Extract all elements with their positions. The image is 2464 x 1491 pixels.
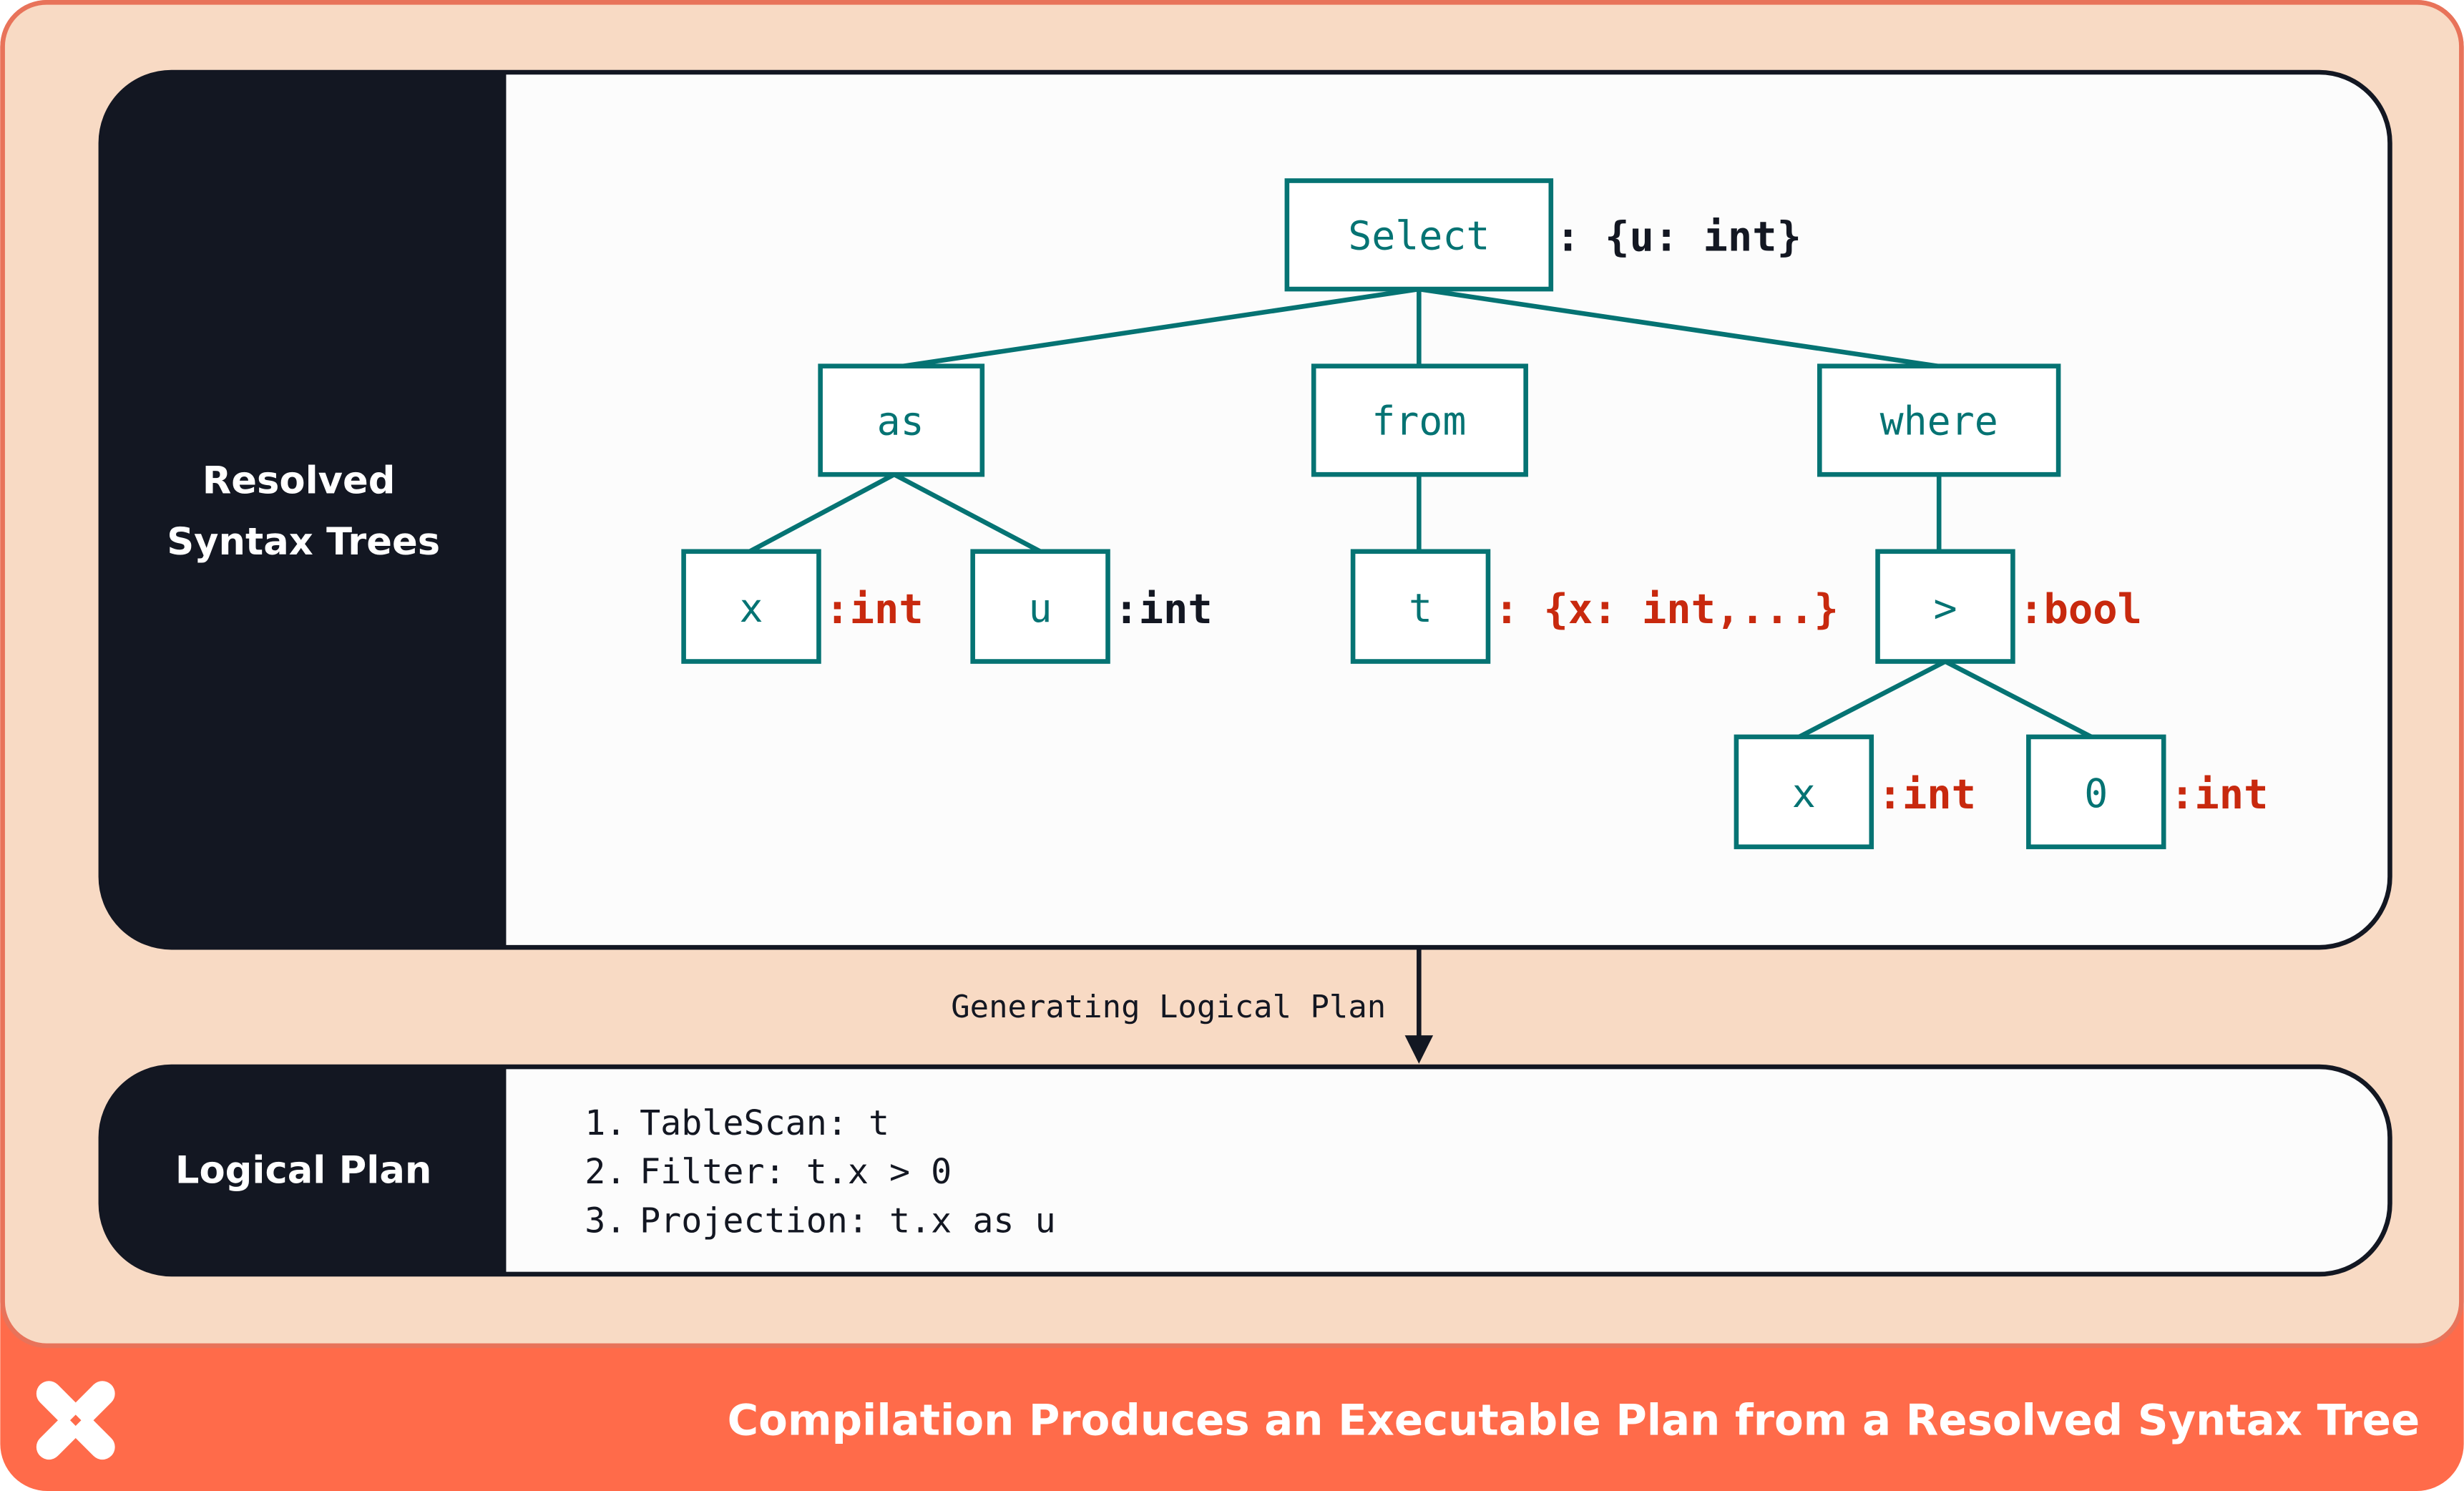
plan-step-1-text: TableScan: t: [640, 1103, 889, 1143]
node-u-label: u: [1029, 585, 1052, 631]
node-where-label: where: [1880, 399, 1998, 444]
node-as: as: [818, 363, 985, 477]
node-from: from: [1311, 363, 1528, 477]
node-gt: >: [1875, 549, 2015, 664]
type-u: :int: [1114, 586, 1212, 633]
plan-step-2-text: Filter: t.x > 0: [640, 1152, 952, 1192]
edge-gt-x: [1798, 659, 1947, 739]
plan-step-1-number: 1.: [585, 1103, 626, 1143]
edge-gt-zero: [1944, 659, 2093, 739]
node-where: where: [1817, 363, 2061, 477]
edge-select-as: [903, 286, 1419, 368]
type-zero: :int: [2170, 771, 2268, 818]
node-t: t: [1350, 549, 1491, 664]
node-select: Select: [1284, 178, 1554, 292]
tree-edges: [748, 286, 2093, 739]
type-gt: :bool: [2019, 586, 2142, 633]
plan-step-3-number: 3.: [585, 1201, 626, 1241]
syntax-trees-panel: Resolved Syntax Trees Select as from whe…: [98, 69, 2392, 950]
node-t-label: t: [1409, 585, 1432, 631]
node-from-label: from: [1372, 399, 1466, 444]
x-star-logo-icon: [36, 1381, 115, 1460]
arrow-label: Generating Logical Plan: [951, 989, 1386, 1025]
logical-plan-label-panel: [100, 1067, 507, 1274]
plan-steps: 1. TableScan: t 2. Filter: t.x > 0 3. Pr…: [585, 1103, 1055, 1241]
plan-step-2-number: 2.: [585, 1152, 626, 1192]
node-x-label: x: [740, 585, 763, 631]
node-u: u: [970, 549, 1110, 664]
logical-plan-title: Logical Plan: [175, 1149, 431, 1193]
type-select: : {u: int}: [1555, 214, 1801, 261]
edge-as-x: [748, 472, 896, 554]
syntax-trees-label-panel: [100, 72, 507, 948]
syntax-trees-title-line1: Resolved: [202, 459, 396, 502]
node-select-label: Select: [1348, 212, 1490, 258]
type-t: : {x: int,...}: [1495, 586, 1839, 633]
type-x: :int: [825, 586, 923, 633]
syntax-trees-title-line2: Syntax Trees: [167, 520, 440, 564]
node-as-label: as: [877, 399, 924, 444]
arrowhead-icon: [1404, 1035, 1434, 1064]
node-x-cond: x: [1734, 734, 1874, 849]
footer-caption: Compilation Produces an Executable Plan …: [728, 1396, 2420, 1445]
generate-plan-arrow: Generating Logical Plan: [951, 947, 1434, 1064]
node-gt-label: >: [1933, 585, 1957, 631]
node-x: x: [681, 549, 821, 664]
plan-step-3-text: Projection: t.x as u: [640, 1201, 1056, 1241]
node-zero: 0: [2026, 734, 2166, 849]
edge-as-u: [893, 472, 1042, 554]
logical-plan-panel: Logical Plan 1. TableScan: t 2. Filter: …: [98, 1064, 2392, 1277]
node-zero-label: 0: [2084, 771, 2108, 816]
type-x-cond: :int: [1878, 771, 1976, 818]
edge-select-where: [1418, 286, 1938, 368]
node-x-cond-label: x: [1792, 771, 1816, 816]
